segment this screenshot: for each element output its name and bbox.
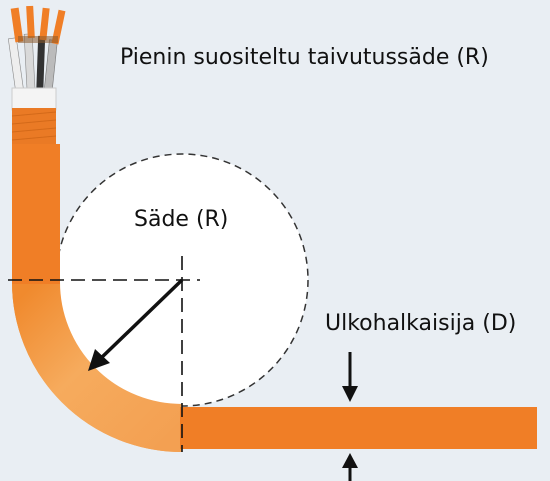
cable-bend-overlay	[12, 281, 183, 452]
cable-horizontal-segment	[180, 407, 537, 449]
radius-label: Säde (R)	[134, 207, 228, 232]
diameter-arrow-bottom-head	[342, 453, 358, 468]
title-label: Pienin suositeltu taivutussäde (R)	[120, 45, 489, 70]
radius-arrow-shaft	[97, 278, 184, 362]
diameter-arrow-top-head	[342, 386, 358, 402]
cable-shield	[12, 108, 56, 144]
inner-sheath	[11, 87, 57, 111]
cable-horizontal-overlay	[180, 407, 190, 449]
cable-vertical-overlay	[12, 240, 60, 284]
shield-braid-pattern	[11, 111, 57, 141]
outer-diameter-label: Ulkohalkaisija (D)	[325, 311, 516, 336]
radius-arrowhead	[88, 349, 110, 371]
